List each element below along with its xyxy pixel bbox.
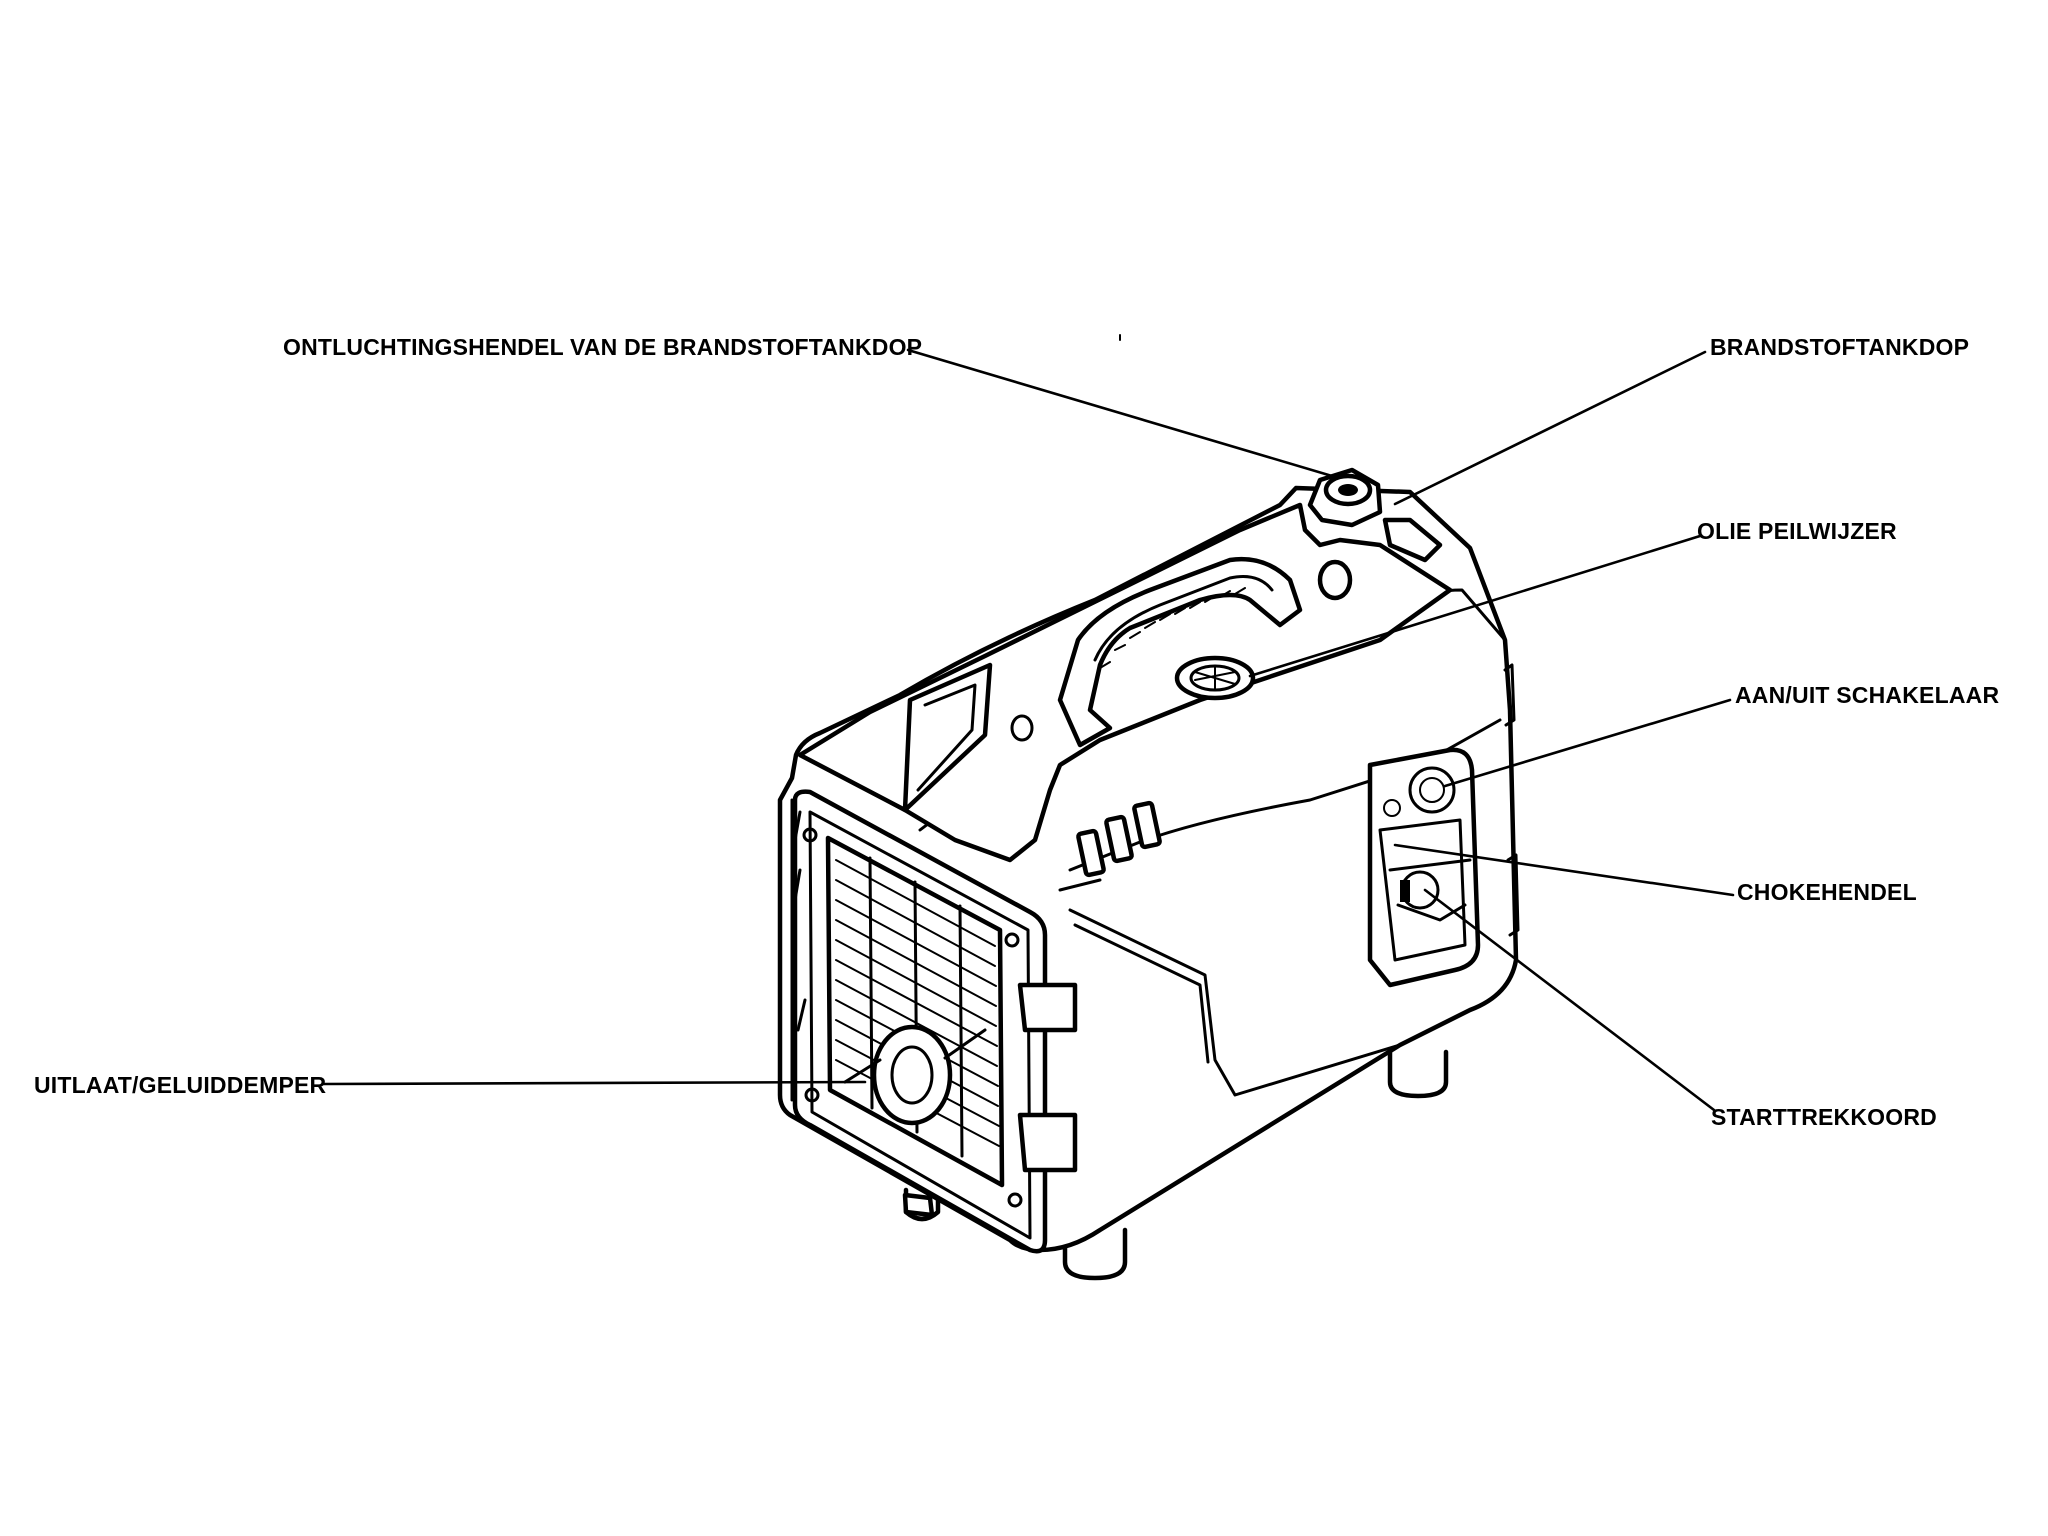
label-fuel-cap: BRANDSTOFTANKDOP (1710, 334, 1969, 360)
control-panel (1367, 747, 1481, 988)
label-on-off-switch: AAN/UIT SCHAKELAAR (1735, 682, 1999, 708)
callout-labels: ONTLUCHTINGSHENDEL VAN DE BRANDSTOFTANKD… (34, 334, 1999, 1130)
label-choke-lever: CHOKEHENDEL (1737, 879, 1917, 905)
label-vent-lever: ONTLUCHTINGSHENDEL VAN DE BRANDSTOFTANKD… (283, 334, 922, 360)
leader-vent-lever (906, 348, 1334, 478)
front-bracket (902, 662, 993, 813)
label-pull-cord: STARTTREKKOORD (1711, 1104, 1937, 1130)
side-panel-recess (1068, 908, 1402, 1097)
top-port (1317, 559, 1353, 601)
fuel-tank-cap (1307, 467, 1443, 563)
leader-pull-cord (1423, 888, 1716, 1112)
leader-choke-lever (1393, 843, 1735, 897)
leader-oil-dipstick (1248, 534, 1702, 678)
label-exhaust-muffler: UITLAAT/GELUIDDEMPER (34, 1072, 327, 1098)
oil-dipstick-cap (1174, 655, 1256, 701)
side-vents (1076, 800, 1162, 878)
leader-fuel-cap (1393, 350, 1707, 506)
leader-lines (321, 348, 1735, 1112)
leader-exhaust (321, 1080, 867, 1086)
leader-on-off-switch (1443, 698, 1732, 788)
carry-handle (1057, 557, 1303, 748)
exhaust-outlet (843, 1024, 987, 1126)
on-off-switch-knob (1408, 766, 1456, 814)
generator-illustration (777, 334, 1520, 1281)
label-oil-dipstick: OLIE PEILWIJZER (1697, 518, 1897, 544)
